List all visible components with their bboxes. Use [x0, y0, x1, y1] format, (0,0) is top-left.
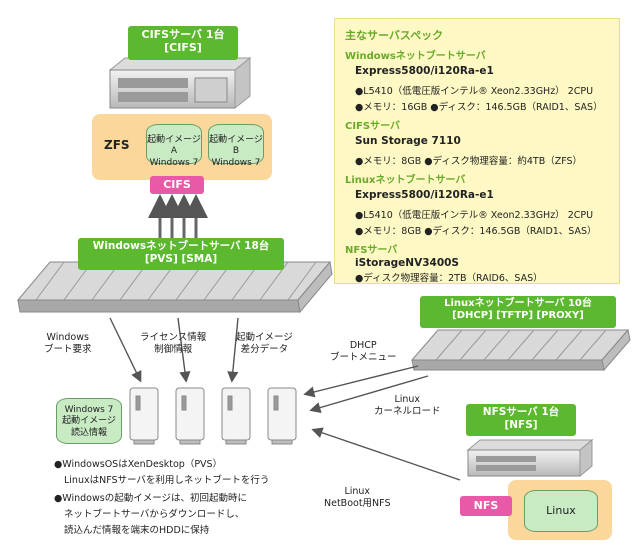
- linux-kernel-load-line2: カーネルロード: [374, 406, 441, 418]
- nfs-server-tag: [NFS]: [504, 418, 538, 431]
- spec-cifs-head: CIFSサーバ: [345, 121, 400, 132]
- windows-boot-request-label: Windows ブート要求: [44, 332, 92, 357]
- windows-boot-request-line1: Windows: [46, 332, 89, 343]
- spec-cifs-model: Sun Storage 7110: [355, 135, 461, 147]
- license-info-label: ライセンス情報 制御情報: [140, 332, 206, 357]
- dhcp-menu-line2: ブートメニュー: [330, 352, 397, 364]
- note-line-3: ●Windowsの起動イメージは、初回起動時に: [54, 493, 248, 504]
- spec-title: 主なサーバスペック: [345, 29, 444, 42]
- windows-boot-request-line2: ブート要求: [44, 344, 92, 356]
- cifs-server-label: CIFSサーバ 1台 [CIFS]: [128, 26, 238, 60]
- linux-kernel-load-line1: Linux: [394, 394, 421, 405]
- thin-clients-icon: [129, 387, 297, 445]
- nfs-server-label: NFSサーバ 1台 [NFS]: [466, 404, 576, 436]
- spec-linux-mem-disk: ●メモリ：8GB ●ディスク：146.5GB（RAID1、SAS）: [355, 226, 597, 237]
- client-disk-line3: 読込情報: [70, 427, 107, 438]
- netboot-nfs-line1: Linux: [344, 486, 371, 497]
- spec-windows-cpu: ●L5410（低電圧版インテル® Xeon2.33GHz） 2CPU: [355, 86, 594, 97]
- cifs-server-title: CIFSサーバ 1台: [141, 28, 225, 41]
- linux-kernel-load-label: Linux カーネルロード: [374, 394, 441, 419]
- boot-image-b-disk: 起動イメージB Windows 7: [208, 124, 264, 168]
- spec-linux-cpu: ●L5410（低電圧版インテル® Xeon2.33GHz） 2CPU: [355, 210, 594, 221]
- windows-netboot-servers-icon: [16, 260, 333, 314]
- linux-boot-server-tags: [DHCP] [TFTP] [PROXY]: [452, 310, 584, 321]
- spec-nfs-line: ●ディスク物理容量：2TB（RAID6、SAS）: [355, 273, 543, 284]
- spec-linux-model: Express5800/i120Ra-e1: [355, 189, 494, 201]
- boot-image-b-line1: 起動イメージB: [209, 135, 263, 157]
- spec-nfs-model: iStorageNV3400S: [355, 257, 459, 269]
- license-info-line2: 制御情報: [154, 344, 193, 356]
- cifs-server-tag: [CIFS]: [164, 41, 202, 55]
- windows-boot-server-tags: [PVS] [SMA]: [144, 252, 218, 265]
- license-info-line1: ライセンス情報: [140, 332, 207, 343]
- zfs-label: ZFS: [104, 138, 130, 152]
- client-disk-line2: 起動イメージ: [62, 416, 116, 427]
- spec-nfs-head: NFSサーバ: [345, 245, 398, 256]
- linux-boot-server-title: Linuxネットブートサーバ 10台: [444, 298, 592, 309]
- linux-image-disk: Linux: [524, 490, 598, 532]
- dhcp-menu-label: DHCP ブートメニュー: [330, 340, 397, 365]
- client-boot-image-disk: Windows 7 起動イメージ 読込情報: [56, 398, 122, 444]
- nfs-protocol-box: NFS: [460, 496, 512, 516]
- client-arrows: [109, 317, 461, 481]
- spec-cifs-line: ●メモリ：8GB ●ディスク物理容量：約4TB（ZFS）: [355, 156, 583, 167]
- netboot-nfs-label: Linux NetBoot用NFS: [324, 486, 390, 511]
- note-line-5: 読込んだ情報を端末のHDDに保持: [64, 525, 210, 536]
- client-disk-line1: Windows 7: [64, 405, 114, 415]
- boot-image-diff-line2: 差分データ: [240, 344, 289, 356]
- linux-netboot-servers-icon: [410, 328, 631, 372]
- linux-boot-server-label: Linuxネットブートサーバ 10台 [DHCP] [TFTP] [PROXY]: [420, 296, 616, 328]
- netboot-nfs-line2: NetBoot用NFS: [324, 498, 391, 510]
- spec-windows-mem-disk: ●メモリ：16GB ●ディスク：146.5GB（RAID1、SAS）: [355, 102, 603, 113]
- cifs-protocol-box: CIFS: [150, 176, 204, 194]
- spec-windows-model: Express5800/i120Ra-e1: [355, 65, 494, 77]
- server-spec-panel: 主なサーバスペック Windowsネットブートサーバ Express5800/i…: [334, 18, 620, 284]
- windows-boot-server-title: Windowsネットブートサーバ 18台: [92, 240, 270, 252]
- boot-image-a-line2: Windows 7: [149, 157, 199, 168]
- spec-windows-head: Windowsネットブートサーバ: [345, 51, 486, 62]
- boot-image-diff-line1: 起動イメージ: [236, 332, 293, 343]
- boot-image-b-line2: Windows 7: [211, 157, 261, 168]
- nfs-storage-server-icon: [466, 438, 594, 478]
- cifs-storage-server-icon: [108, 56, 252, 110]
- note-line-1: ●WindowsOSはXenDesktop（PVS）: [54, 459, 223, 470]
- cifs-arrows: [148, 194, 208, 238]
- boot-image-a-disk: 起動イメージA Windows 7: [146, 124, 202, 168]
- windows-boot-server-label: Windowsネットブートサーバ 18台 [PVS] [SMA]: [78, 238, 284, 270]
- note-line-4: ネットブートサーバからダウンロードし、: [64, 509, 245, 520]
- boot-image-a-line1: 起動イメージA: [147, 135, 201, 157]
- note-line-2: LinuxはNFSサーバを利用しネットブートを行う: [64, 475, 270, 486]
- dhcp-menu-line1: DHCP: [349, 340, 377, 351]
- spec-linux-head: Linuxネットブートサーバ: [345, 175, 466, 186]
- boot-image-diff-label: 起動イメージ 差分データ: [236, 332, 293, 357]
- nfs-server-title: NFSサーバ 1台: [482, 406, 560, 418]
